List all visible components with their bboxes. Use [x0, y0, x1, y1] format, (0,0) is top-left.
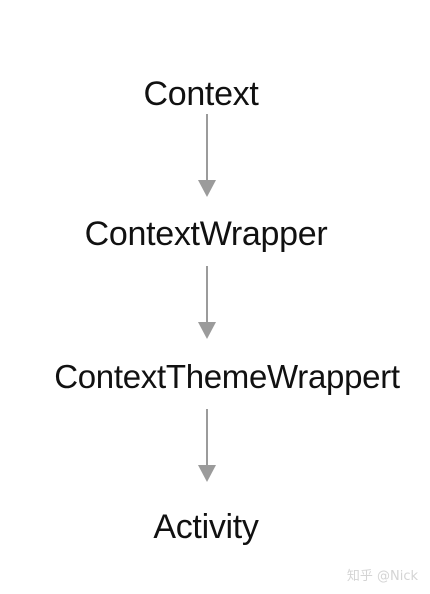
arrow-wrapper-to-theme-wrapper — [198, 266, 216, 339]
node-context-wrapper: ContextWrapper — [84, 215, 328, 253]
node-context: Context — [143, 75, 259, 113]
arrow-theme-wrapper-to-activity — [198, 409, 216, 482]
watermark-text: 知乎 @Nick — [346, 569, 418, 584]
node-context-theme-wrapper: ContextThemeWrappert — [54, 358, 400, 395]
arrow-context-to-wrapper — [198, 114, 216, 197]
node-activity: Activity — [153, 508, 259, 546]
